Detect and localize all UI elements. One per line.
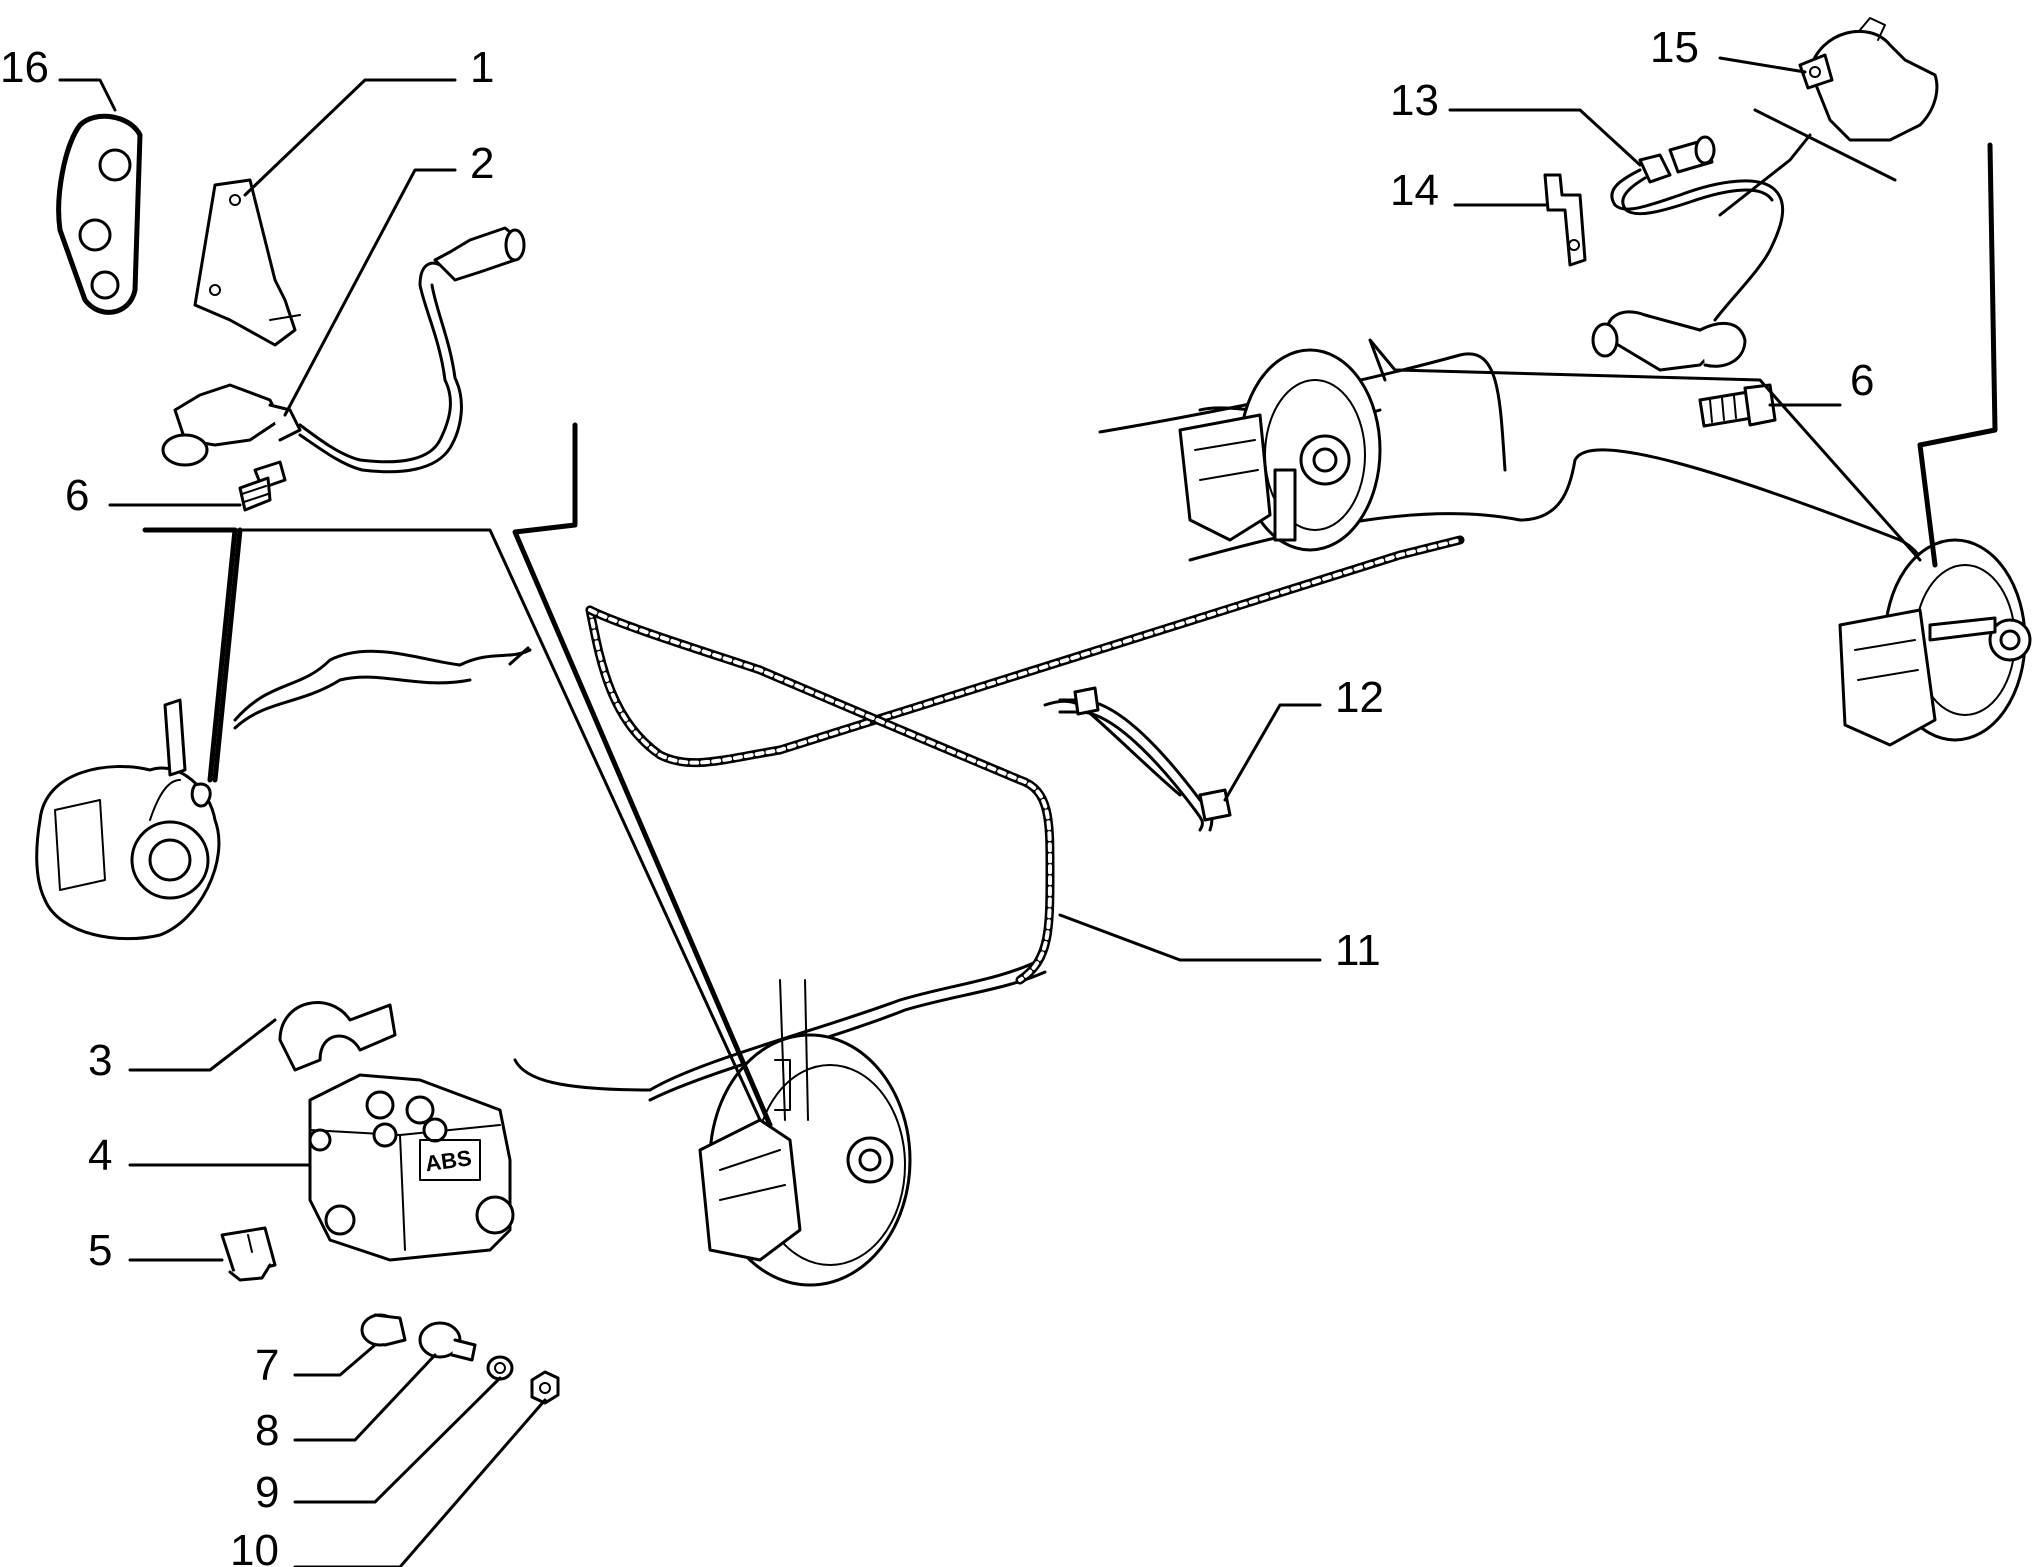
- part-16-mounting-bracket: [56, 113, 143, 315]
- callout-leaders: [58, 56, 1998, 1567]
- callout-2: 2: [470, 139, 494, 188]
- callout-10: 10: [230, 1526, 279, 1567]
- rear-right-brake-assembly: [1838, 538, 2032, 747]
- callout-14: 14: [1390, 166, 1439, 215]
- part-2-front-wheel-sensor: [161, 226, 526, 474]
- brake-lines: [233, 352, 1937, 1102]
- part-3-pipe-clamp: [278, 1001, 397, 1072]
- rear-left-brake-assembly: [1178, 348, 1382, 552]
- part-8-mount-stud: [418, 1321, 477, 1362]
- part-4-abs-hydraulic-unit: ABS: [308, 1073, 515, 1262]
- callout-4: 4: [88, 1131, 112, 1180]
- part-10-nut: [530, 1370, 560, 1405]
- callout-8: 8: [255, 1406, 279, 1455]
- part-9-washer: [486, 1355, 514, 1381]
- part-6-bolt-right: [1698, 383, 1777, 428]
- part-15-sensor-cover: [1798, 17, 1939, 142]
- part-5-fuse: [220, 1226, 277, 1282]
- callout-5: 5: [88, 1226, 112, 1275]
- part-1-sensor-bracket: [193, 178, 301, 347]
- callout-labels: 16 1 2 6 3 4 5 7 8 9 10 11 12 13 14 15 6: [0, 23, 1874, 1567]
- callout-12: 12: [1335, 673, 1384, 722]
- callout-7: 7: [255, 1341, 279, 1390]
- callout-13: 13: [1390, 76, 1439, 125]
- callout-16: 16: [0, 43, 49, 92]
- callout-6-right: 6: [1850, 356, 1874, 405]
- callout-11: 11: [1335, 926, 1381, 975]
- part-13-rear-wheel-sensor: [1591, 135, 1785, 372]
- callout-15: 15: [1650, 23, 1699, 72]
- callout-1: 1: [470, 43, 494, 92]
- part-6-bolt-left: [238, 460, 287, 512]
- part-7-bushing: [360, 1313, 407, 1347]
- callout-9: 9: [255, 1468, 279, 1517]
- part-12-sensor-cable: [1043, 686, 1232, 822]
- callout-3: 3: [88, 1036, 112, 1085]
- part-14-cable-clip: [1543, 173, 1587, 267]
- abs-wiring-harness: [585, 535, 1465, 985]
- front-right-brake-assembly: [698, 979, 912, 1287]
- callout-6-left: 6: [65, 471, 89, 520]
- front-left-brake-assembly: [35, 698, 221, 941]
